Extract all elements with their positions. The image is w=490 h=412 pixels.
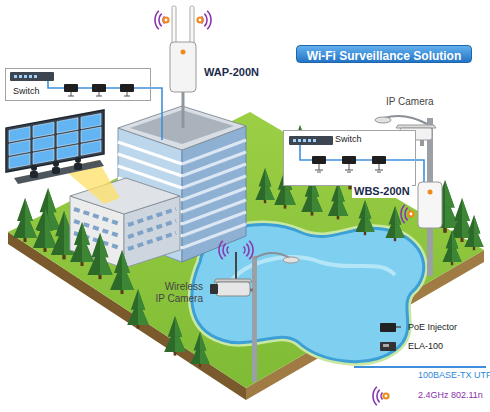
lamp-head — [375, 117, 391, 123]
wireless-camera — [216, 282, 250, 296]
callout-box: Switch — [283, 130, 416, 186]
tree — [164, 316, 186, 356]
device-label: Wireless IP Camera — [154, 281, 203, 305]
lake — [192, 225, 424, 362]
callout-box: Switch — [5, 68, 151, 101]
poe-injector-plug — [396, 326, 401, 328]
operators — [30, 157, 82, 178]
poe-injectors — [64, 84, 134, 92]
device-label: WAP-200N — [204, 66, 259, 79]
tree — [13, 198, 37, 242]
tree — [190, 332, 209, 367]
logo-dot — [428, 190, 433, 195]
access-point — [170, 42, 196, 92]
legend-text: 100BASE-TX UTP — [418, 370, 490, 380]
utp-line-sample — [354, 366, 486, 368]
device-label: IP Camera — [386, 95, 434, 108]
lamp-arm — [255, 253, 290, 258]
utp-cable — [300, 145, 424, 182]
wireless-bridge — [418, 182, 442, 228]
tree — [70, 222, 94, 266]
ground-symbols — [68, 92, 130, 96]
ela-100-port — [383, 344, 389, 347]
pole — [252, 256, 257, 382]
ground-symbols — [315, 164, 383, 172]
callout-ground — [5, 68, 151, 101]
wifi-waves — [244, 241, 254, 259]
logo-dot — [181, 50, 186, 55]
lake-shore — [192, 225, 424, 362]
desk — [14, 160, 104, 184]
camera-bracket — [250, 289, 253, 292]
switch-ports — [293, 139, 316, 142]
callout-ground — [283, 130, 416, 186]
tree — [255, 168, 274, 203]
switch-ports — [14, 75, 37, 78]
tree — [355, 200, 374, 235]
device-label: WBS-200N — [352, 185, 412, 198]
ela-100-icon — [380, 342, 396, 351]
poe-injector-icon — [380, 323, 396, 332]
utp-cable — [48, 81, 162, 140]
wifi-sample — [373, 387, 383, 405]
callout-title: Switch — [335, 134, 362, 145]
tree — [127, 289, 149, 329]
title-banner: Wi-Fi Surveillance Solution — [296, 45, 473, 63]
tree — [442, 230, 461, 265]
wifi-waves — [219, 241, 229, 259]
switch-icon — [10, 72, 54, 81]
camera-lens — [210, 284, 218, 294]
wifi-sample-dot — [382, 392, 389, 399]
callout-title: Switch — [13, 86, 40, 97]
tree — [110, 250, 134, 294]
legend-text: PoE Injector — [408, 322, 457, 332]
antenna — [235, 252, 237, 282]
poe-injectors — [312, 156, 386, 164]
tower-windows — [182, 140, 246, 248]
wifi-dot — [196, 16, 203, 23]
legend-text: 2.4GHz 802.11n — [418, 390, 483, 400]
tree — [33, 208, 57, 252]
legend-entry: 100BASE-TX UTP — [418, 370, 490, 381]
mast — [182, 92, 185, 128]
tree — [328, 182, 348, 219]
camera-bracket — [420, 140, 424, 146]
legend-text: ELA-100 — [408, 341, 443, 351]
wifi-dot — [162, 16, 169, 23]
legend-entry: PoE Injector — [408, 322, 457, 333]
antenna — [172, 6, 176, 44]
title-text: Wi-Fi Surveillance Solution — [307, 49, 462, 63]
legend-entry: ELA-100 — [408, 341, 443, 352]
lamp-head — [283, 257, 299, 263]
tree — [464, 215, 483, 250]
tree — [87, 233, 112, 279]
legend-entry: 2.4GHz 802.11n — [418, 390, 483, 401]
wifi-dot — [407, 210, 414, 217]
antenna — [190, 6, 194, 44]
switch-icon — [289, 136, 333, 145]
